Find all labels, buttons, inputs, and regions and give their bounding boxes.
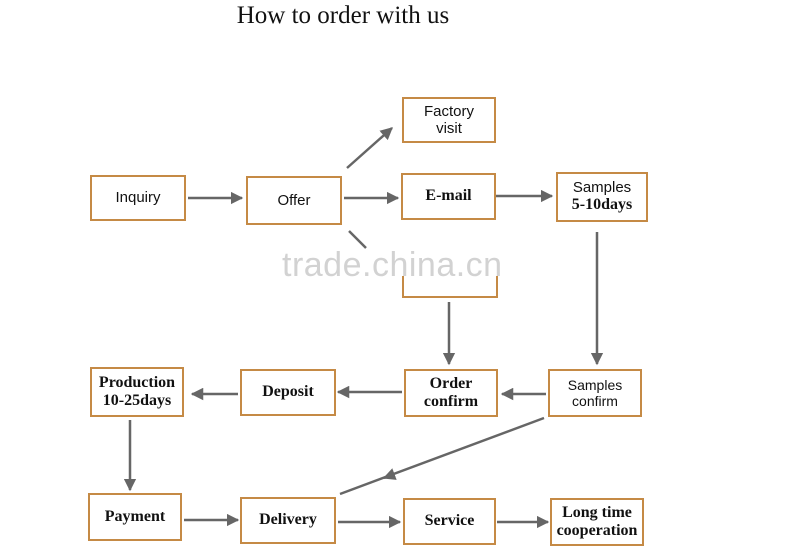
node-service: Service (403, 498, 496, 545)
arrow-offer-factory (346, 127, 393, 169)
node-label-line1: Long time (562, 503, 632, 521)
node-factory-visit: Factory visit (402, 97, 496, 143)
node-label: E-mail (425, 187, 472, 205)
arrow-offer-down (348, 230, 367, 249)
node-label-line2: confirm (572, 393, 618, 409)
node-label: Inquiry (115, 189, 161, 207)
node-label-line2: 5-10days (571, 196, 633, 214)
node-label-line1: Production (98, 373, 176, 391)
node-label-line1: Factory (423, 102, 474, 120)
hidden-step-box (402, 276, 498, 298)
node-production: Production 10-25days (90, 367, 184, 417)
node-label-line2: 10-25days (102, 392, 172, 409)
page-title: How to order with us (236, 2, 450, 29)
node-label-line2: cooperation (556, 522, 638, 539)
node-label-line1: Samples (567, 376, 623, 393)
node-order-confirm: Order confirm (404, 369, 498, 417)
node-label-line2: visit (436, 120, 462, 137)
node-inquiry: Inquiry (90, 175, 186, 221)
node-label: Deposit (262, 383, 314, 401)
node-deposit: Deposit (240, 369, 336, 416)
node-payment: Payment (88, 493, 182, 541)
node-label: Delivery (259, 511, 317, 529)
node-offer: Offer (246, 176, 342, 225)
node-label-line2: confirm (423, 393, 479, 410)
node-label: Offer (277, 191, 311, 209)
arrow-samplesconfirm-delivery (339, 416, 545, 496)
node-delivery: Delivery (240, 497, 336, 544)
arrow-diag-head (382, 468, 397, 480)
node-long-time-cooperation: Long time cooperation (550, 498, 644, 546)
node-label-line1: Samples (572, 179, 632, 197)
node-label-line1: Order (429, 374, 473, 392)
node-samples: Samples 5-10days (556, 172, 648, 222)
node-samples-confirm: Samples confirm (548, 369, 642, 417)
watermark: trade.china.cn (282, 246, 503, 284)
node-label: Service (424, 512, 475, 530)
node-email: E-mail (401, 173, 496, 220)
node-label: Payment (104, 507, 166, 525)
